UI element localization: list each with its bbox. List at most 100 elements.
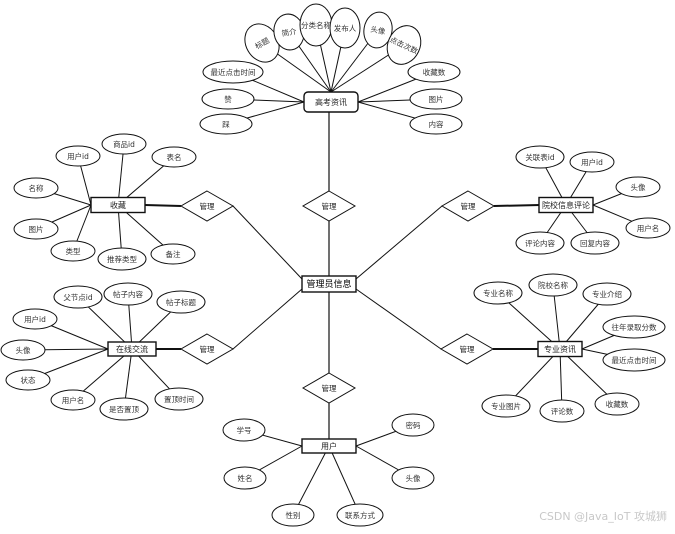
relation-manage-comment[interactable]: 管理	[440, 190, 496, 222]
attribute-ellipse[interactable]: 赞	[201, 88, 255, 110]
attribute-ellipse[interactable]: 联系方式	[336, 503, 384, 527]
attribute-ellipse[interactable]: 收藏数	[407, 61, 461, 83]
attribute-label: 往年录取分数	[612, 322, 657, 332]
attribute-shape	[473, 281, 523, 305]
attribute-ellipse[interactable]: 头像	[615, 176, 661, 198]
entity-comment[interactable]: 院校信息评论	[538, 196, 594, 214]
attribute-ellipse[interactable]: 用户名	[50, 389, 96, 411]
attribute-ellipse[interactable]: 专业介绍	[582, 282, 632, 306]
attribute-label: 专业名称	[483, 288, 513, 298]
entity-forum[interactable]: 在线交流	[107, 341, 157, 357]
relation-manage-favorite[interactable]: 管理	[179, 190, 235, 222]
attribute-ellipse[interactable]: 回复内容	[570, 231, 620, 255]
attribute-label: 用户名	[637, 223, 660, 233]
relation-manage-forum-label: 管理	[200, 344, 215, 354]
attribute-shape	[223, 466, 267, 490]
entity-news[interactable]: 高考资讯	[303, 91, 359, 113]
attribute-ellipse[interactable]: 用户id	[55, 145, 101, 167]
attribute-label: 密码	[406, 420, 421, 430]
attribute-shape	[615, 176, 661, 198]
relation-manage-user[interactable]: 管理	[301, 372, 357, 404]
attribute-label: 用户名	[62, 395, 85, 405]
attribute-shape	[594, 392, 640, 416]
attribute-ellipse[interactable]: 学号	[222, 418, 266, 442]
attribute-ellipse[interactable]: 收藏数	[594, 392, 640, 416]
attribute-shape	[515, 145, 565, 169]
attribute-ellipse[interactable]: 商品id	[101, 133, 147, 155]
attribute-ellipse[interactable]: 置顶时间	[154, 387, 204, 411]
attribute-ellipse[interactable]: 发布人	[329, 7, 361, 49]
attribute-ellipse[interactable]: 标题	[238, 18, 286, 69]
attribute-label: 收藏数	[423, 67, 446, 77]
attribute-ellipse[interactable]: 关联表id	[515, 145, 565, 169]
attribute-ellipse[interactable]: 评论内容	[515, 231, 565, 255]
entity-user-label: 用户	[321, 441, 337, 451]
attribute-ellipse[interactable]: 往年录取分数	[602, 315, 666, 339]
attribute-ellipse[interactable]: 推荐类型	[97, 247, 147, 271]
relation-manage-major[interactable]: 管理	[439, 333, 495, 365]
attribute-shape	[391, 413, 435, 437]
attribute-ellipse[interactable]: 密码	[391, 413, 435, 437]
relation-manage-forum[interactable]: 管理	[179, 333, 235, 365]
attribute-ellipse[interactable]: 是否置顶	[99, 397, 149, 421]
entity-user[interactable]: 用户	[301, 438, 357, 454]
relation-manage-favorite-label: 管理	[200, 201, 215, 211]
connector-line	[292, 445, 330, 516]
attribute-ellipse[interactable]: 头像	[361, 10, 395, 50]
attribute-ellipse[interactable]: 踩	[199, 113, 253, 135]
attribute-label: 名称	[29, 183, 44, 193]
attribute-label: 图片	[429, 94, 444, 104]
attribute-label: 简介	[281, 26, 298, 39]
attribute-ellipse[interactable]: 头像	[0, 339, 46, 361]
attribute-ellipse[interactable]: 最近点击时间	[602, 348, 666, 372]
attribute-ellipse[interactable]: 分类名称	[299, 3, 333, 47]
attribute-label: 用户id	[67, 151, 89, 161]
entity-admin-info[interactable]: 管理员信息	[301, 275, 357, 293]
attribute-ellipse[interactable]: 性别	[271, 503, 315, 527]
attribute-shape	[150, 243, 196, 265]
attribute-shape	[199, 113, 253, 135]
attribute-label: 父节点id	[63, 293, 93, 302]
attribute-ellipse[interactable]: 评论数	[539, 399, 585, 423]
attribute-ellipse[interactable]: 状态	[5, 369, 51, 391]
relation-manage-news[interactable]: 管理	[301, 190, 357, 222]
relation-manage-favorite-shape	[179, 190, 235, 222]
attribute-ellipse[interactable]: 名称	[13, 177, 59, 199]
attribute-ellipse[interactable]: 帖子内容	[103, 282, 153, 306]
attribute-shape	[528, 273, 578, 297]
attribute-shape	[602, 315, 666, 339]
attribute-ellipse[interactable]: 专业名称	[473, 281, 523, 305]
attribute-label: 置顶时间	[164, 394, 194, 404]
attribute-ellipse[interactable]: 类型	[50, 240, 96, 262]
attribute-ellipse[interactable]: 院校名称	[528, 273, 578, 297]
attribute-ellipse[interactable]: 图片	[13, 218, 59, 240]
attribute-ellipse[interactable]: 父节点id	[53, 285, 103, 309]
entity-major[interactable]: 专业资讯	[537, 340, 583, 358]
attribute-label: 头像	[406, 473, 421, 483]
attribute-ellipse[interactable]: 用户id	[12, 308, 58, 330]
attribute-label: 分类名称	[301, 20, 331, 30]
attribute-ellipse[interactable]: 点击次数	[381, 20, 427, 70]
relation-manage-comment-shape	[440, 190, 496, 222]
attribute-ellipse[interactable]: 专业图片	[481, 394, 531, 418]
attribute-ellipse[interactable]: 图片	[409, 88, 463, 110]
attribute-ellipse[interactable]: 用户名	[625, 217, 671, 239]
entity-forum-label: 在线交流	[116, 344, 148, 354]
attribute-shape	[407, 61, 461, 83]
attribute-ellipse[interactable]: 简介	[271, 12, 307, 53]
attribute-ellipse[interactable]: 备注	[150, 243, 196, 265]
attribute-ellipse[interactable]: 表名	[151, 146, 197, 168]
attribute-shape	[481, 394, 531, 418]
attribute-ellipse[interactable]: 最近点击时间	[202, 60, 264, 84]
relation-manage-major-shape	[439, 333, 495, 365]
attribute-shape	[222, 418, 266, 442]
attribute-ellipse[interactable]: 内容	[409, 113, 463, 135]
relation-manage-major-label: 管理	[460, 344, 475, 354]
attribute-ellipse[interactable]: 姓名	[223, 466, 267, 490]
connector-line	[355, 288, 442, 350]
entity-favorite-box	[90, 196, 146, 214]
attribute-ellipse[interactable]: 头像	[391, 466, 435, 490]
entity-favorite[interactable]: 收藏	[90, 196, 146, 214]
attribute-ellipse[interactable]: 帖子标题	[156, 290, 206, 314]
attribute-ellipse[interactable]: 用户id	[569, 151, 615, 173]
